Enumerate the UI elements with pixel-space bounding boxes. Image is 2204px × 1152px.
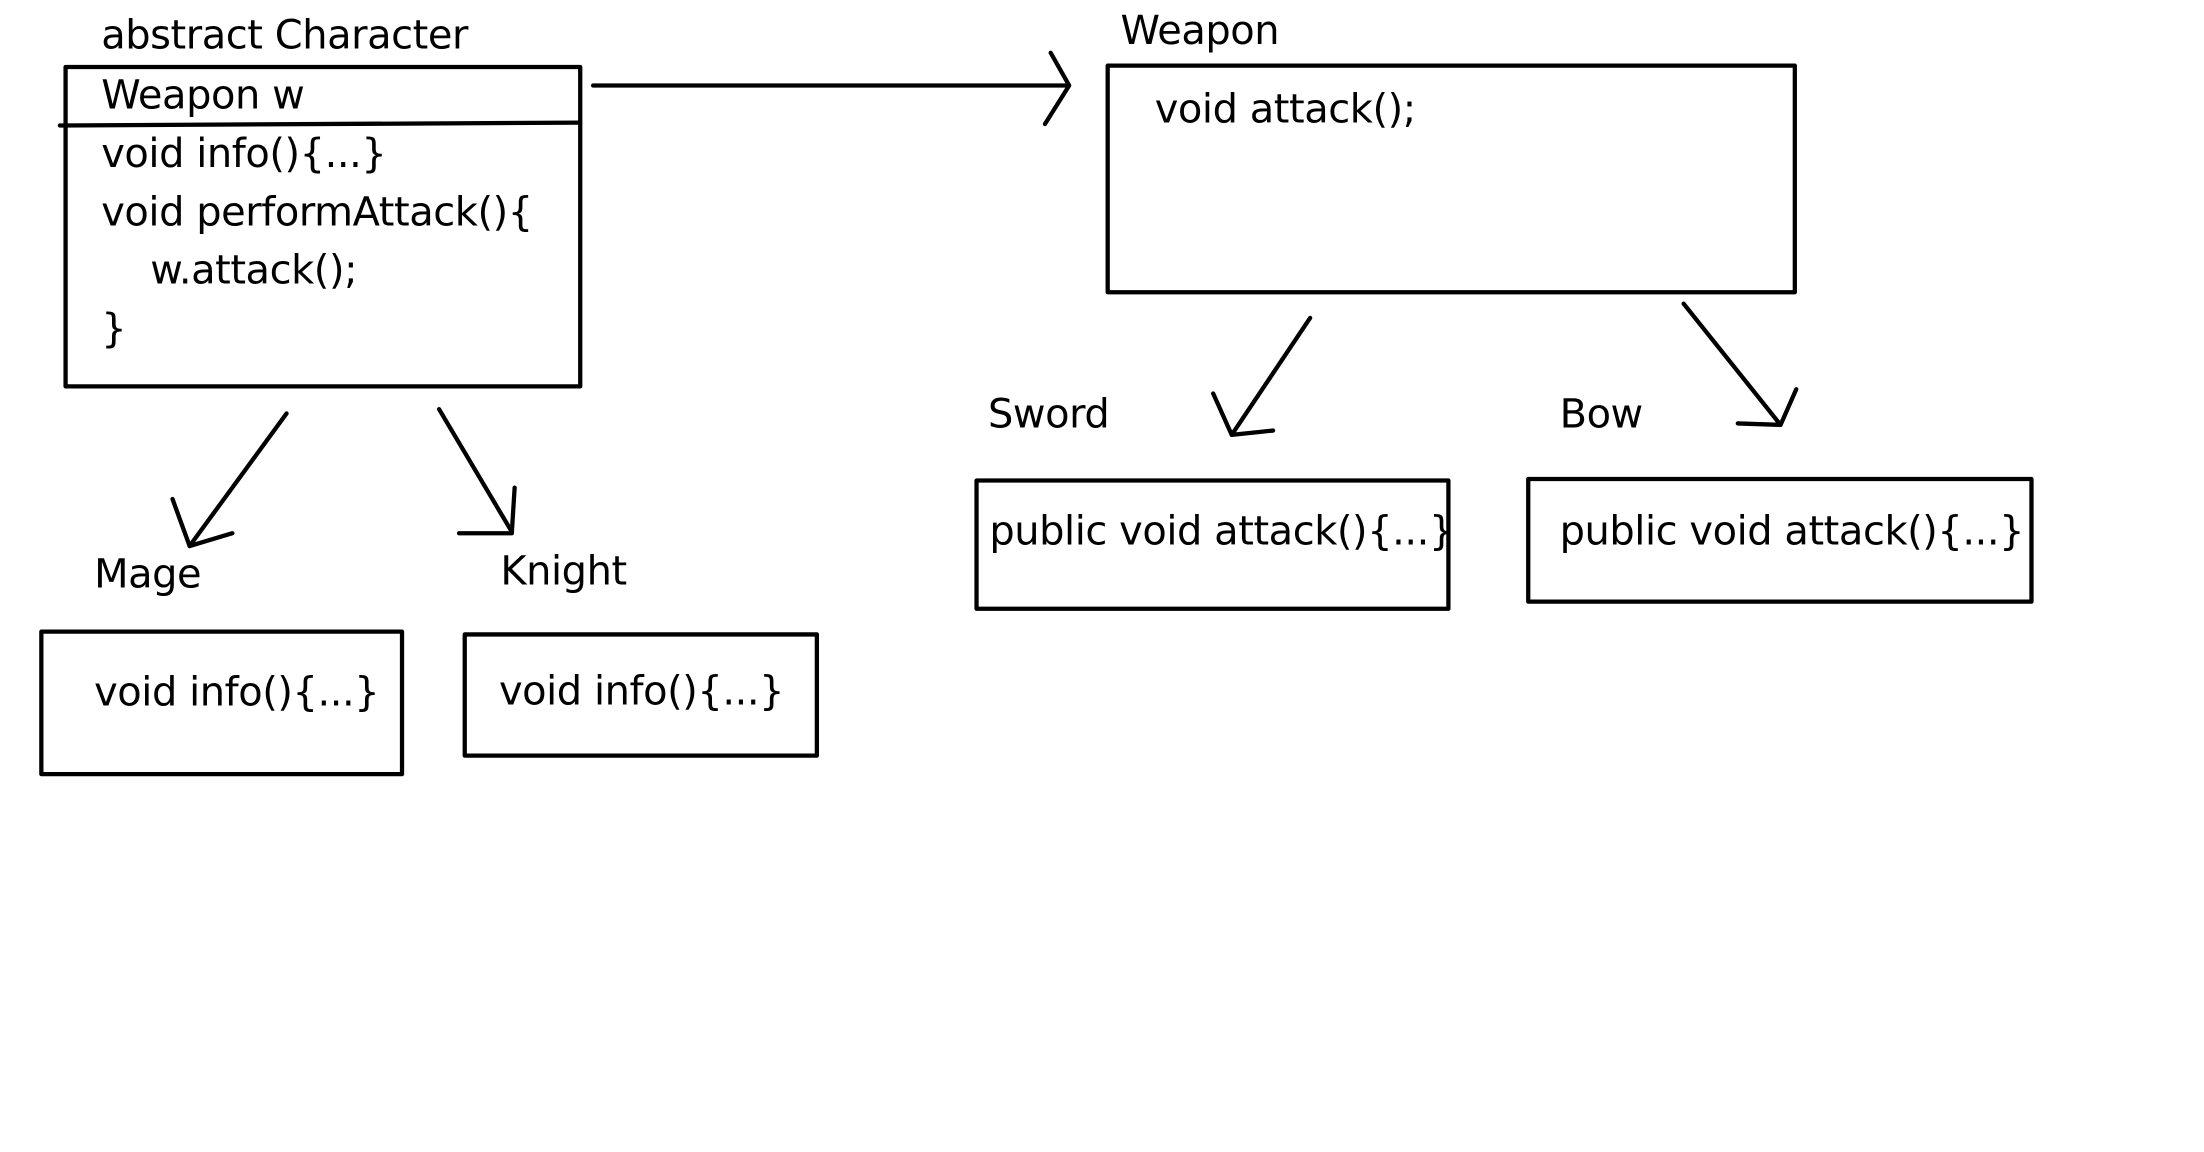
sword-class-box <box>974 478 1451 611</box>
character-class-box <box>63 64 583 389</box>
bow-arrowhead <box>1735 387 1799 427</box>
mage-arrowhead <box>170 496 235 549</box>
mage-class-box <box>39 629 405 777</box>
weapon-title: Weapon <box>1120 7 1280 55</box>
mage-method: void info(){...} <box>94 668 380 716</box>
knight-title: Knight <box>500 547 627 595</box>
weapon-class-box <box>1105 63 1797 295</box>
character-method-perform-attack: void performAttack(){ <box>101 188 533 236</box>
character-method-close: } <box>101 305 127 353</box>
character-title: abstract Character <box>101 11 468 59</box>
knight-class-box <box>462 632 820 758</box>
mage-arrow-line <box>187 411 289 549</box>
bow-arrow-line <box>1681 301 1783 427</box>
association-arrowhead <box>1042 50 1072 127</box>
knight-arrowhead <box>456 485 517 536</box>
knight-arrow-line <box>436 407 514 534</box>
character-field-divider <box>57 120 583 128</box>
sword-arrow-line <box>1229 315 1313 437</box>
knight-method: void info(){...} <box>498 667 785 715</box>
character-method-info: void info(){...} <box>101 129 387 177</box>
character-method-body: w.attack(); <box>101 246 358 294</box>
mage-title: Mage <box>94 550 202 598</box>
bow-class-box <box>1526 476 2034 604</box>
sword-arrowhead <box>1211 391 1276 437</box>
bow-method: public void attack(){...} <box>1559 507 2025 555</box>
character-field: Weapon w <box>101 71 305 119</box>
weapon-method: void attack(); <box>1154 85 1416 133</box>
sword-method: public void attack(){...} <box>989 507 1454 555</box>
bow-title: Bow <box>1559 390 1644 438</box>
sword-title: Sword <box>987 390 1110 438</box>
